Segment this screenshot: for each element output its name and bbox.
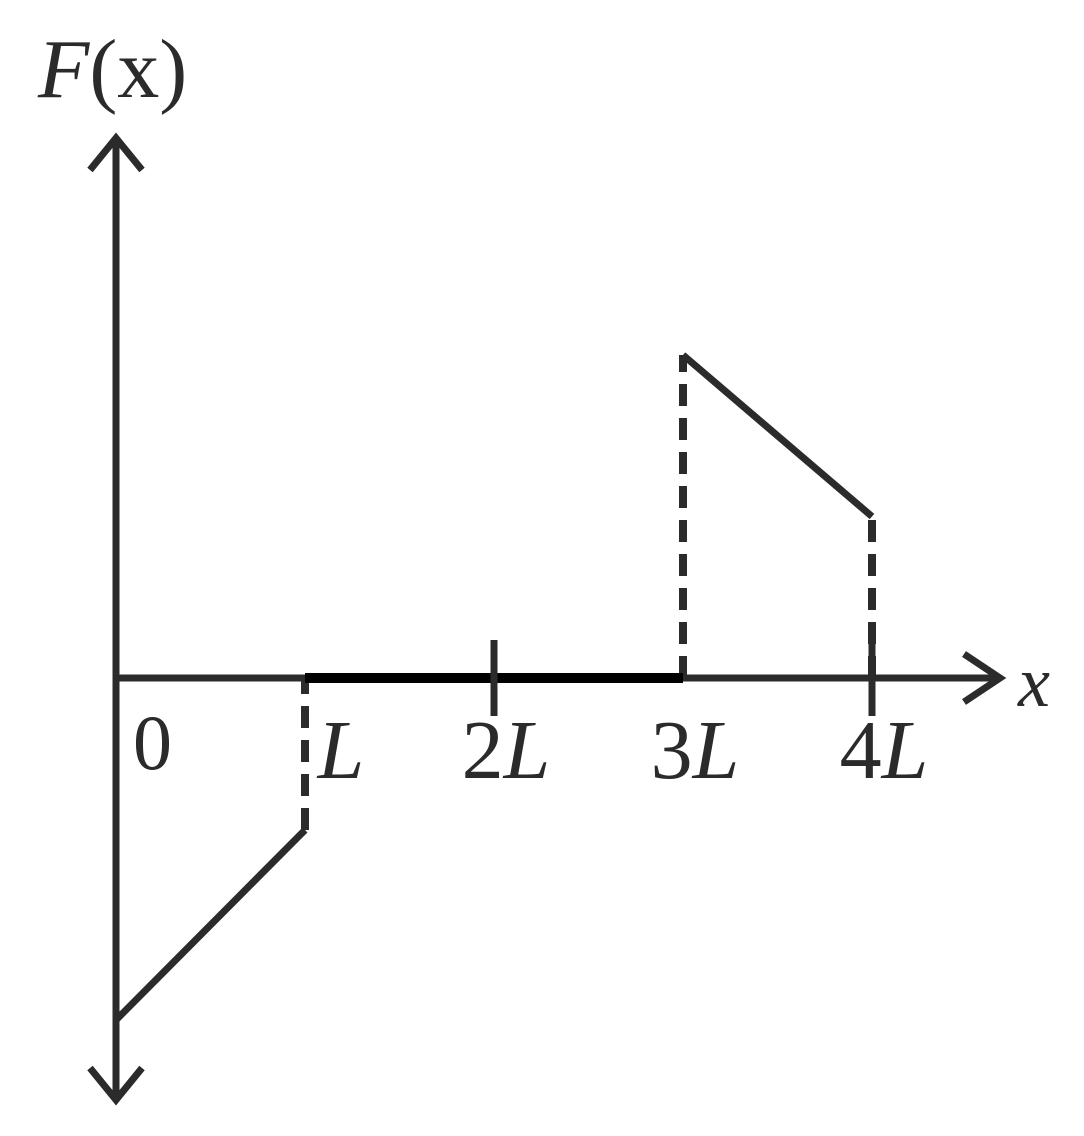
- x-tick-unit-3: L: [692, 704, 740, 797]
- y-axis-label-arg: x: [117, 23, 159, 116]
- dashed-guides: [301, 355, 876, 830]
- x-tick-coef-4: 4: [840, 704, 882, 797]
- y-axis-label: F(x): [37, 23, 187, 116]
- x-axis-arrow: [962, 651, 1007, 705]
- series-segment-1: [113, 827, 308, 1023]
- x-axis-label: x: [1017, 642, 1050, 722]
- x-tick-label-2: 2L: [462, 704, 551, 797]
- series-segment-3: [680, 352, 875, 520]
- x-tick-label-1: L: [317, 704, 365, 797]
- x-tick-coef-2: 2: [462, 704, 504, 797]
- x-tick-coef-3: 3: [651, 704, 693, 797]
- x-tick-unit-1: L: [317, 704, 365, 797]
- x-tick-unit-4: L: [881, 704, 929, 797]
- origin-label: 0: [133, 699, 172, 786]
- x-tick-unit-2: L: [503, 704, 551, 797]
- x-tick-label-3: 3L: [651, 704, 740, 797]
- y-axis-arrow-up: [87, 132, 145, 173]
- y-axis-label-open: (: [89, 23, 117, 116]
- axes: [87, 132, 1007, 1106]
- y-axis-label-close: ): [159, 23, 187, 116]
- y-axis-arrow-down: [87, 1065, 145, 1106]
- x-tick-label-4: 4L: [840, 704, 929, 797]
- y-axis-label-func: F: [37, 23, 91, 116]
